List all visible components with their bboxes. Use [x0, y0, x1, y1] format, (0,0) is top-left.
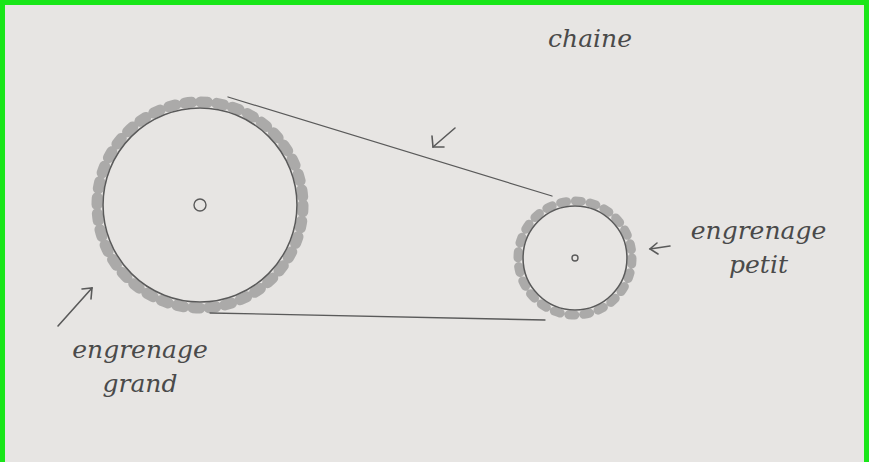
large-gear-teeth — [97, 102, 303, 308]
large-gear-axle — [194, 199, 206, 211]
small-gear-body — [523, 206, 627, 310]
small-gear-axle — [572, 255, 578, 261]
part-label: engrenage grand — [50, 333, 230, 401]
small-gear-teeth — [518, 201, 632, 315]
leader-arrow — [432, 128, 455, 147]
leader-arrow — [650, 243, 670, 254]
chain-top — [228, 97, 552, 196]
chain-bottom — [210, 313, 545, 320]
part-label: engrenage petit — [676, 214, 841, 282]
part-label: chaine — [530, 22, 650, 56]
large-gear-body — [103, 108, 297, 302]
leader-arrow — [58, 288, 92, 326]
